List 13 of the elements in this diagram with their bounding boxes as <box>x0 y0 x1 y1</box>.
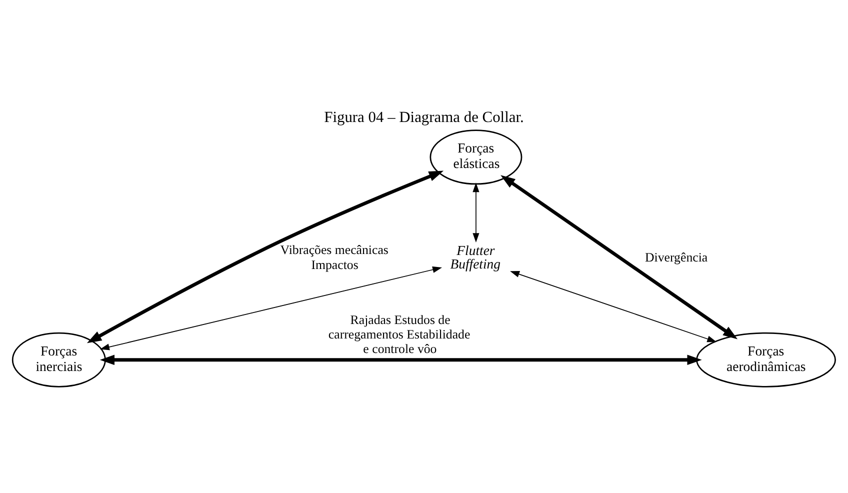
arrow <box>86 170 444 344</box>
arrow <box>100 354 702 365</box>
edge-label: Rajadas Estudos de carregamentos Estabilidade e controle vôo <box>328 312 470 356</box>
edge-label: Divergência <box>645 250 708 265</box>
arrow <box>510 271 717 342</box>
node-text: Flutter Buffeting <box>450 242 501 272</box>
arrow <box>500 175 738 340</box>
arrow <box>100 266 442 350</box>
edge-label: Vibrações mecânicas Impactos <box>280 243 388 272</box>
arrow <box>472 182 480 243</box>
node-ellipse: Forças aerodinâmicas <box>696 332 836 388</box>
node-ellipse: Forças elásticas <box>430 130 522 185</box>
diagram-title: Figura 04 – Diagrama de Collar. <box>324 109 524 126</box>
